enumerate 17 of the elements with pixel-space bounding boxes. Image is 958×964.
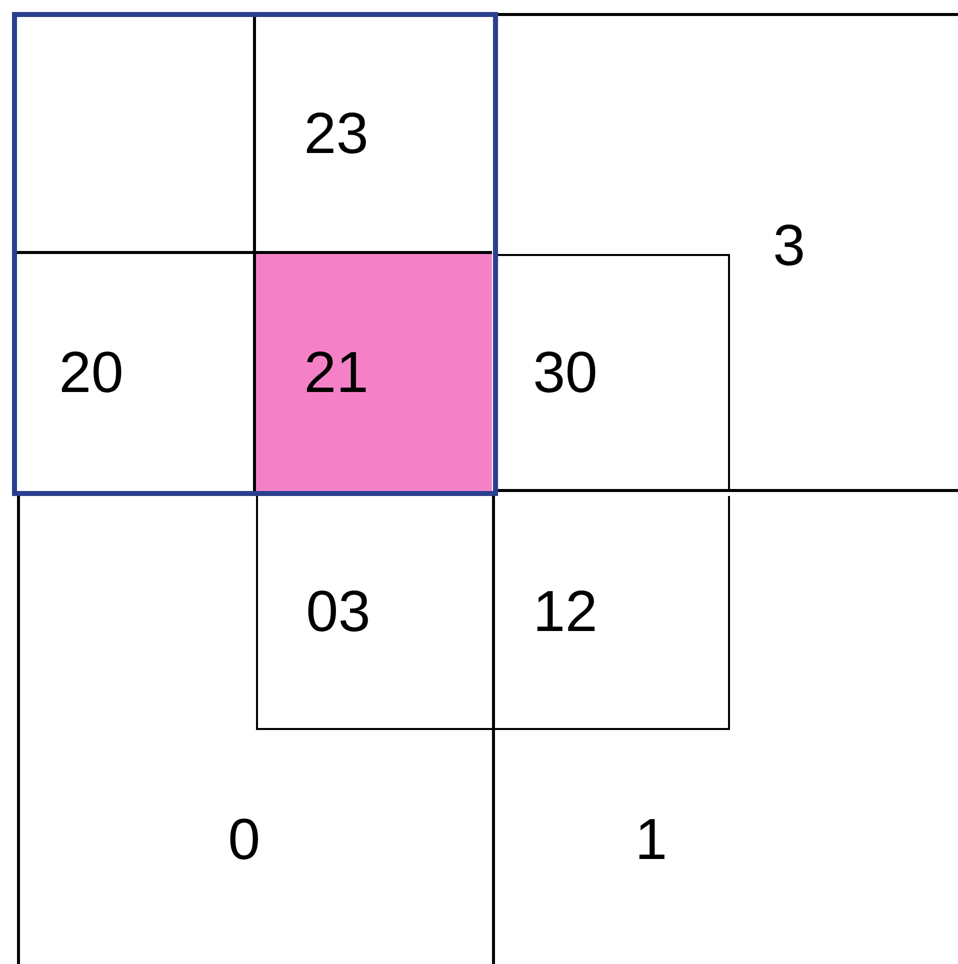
grid-cell bbox=[495, 496, 730, 730]
cell-label: 1 bbox=[635, 811, 668, 869]
highlighted-cell bbox=[256, 254, 492, 491]
cell-label: 03 bbox=[306, 583, 371, 641]
grid-cell bbox=[256, 496, 492, 730]
grid-cell bbox=[17, 17, 256, 254]
quadrant bbox=[498, 13, 958, 492]
cell-label: 20 bbox=[59, 344, 124, 402]
quadrant bbox=[17, 496, 495, 964]
cell-label: 3 bbox=[773, 217, 806, 275]
cell-label: 0 bbox=[228, 811, 260, 869]
cell-label: 30 bbox=[533, 344, 598, 402]
cell-label: 12 bbox=[533, 583, 598, 641]
highlight-frame bbox=[12, 12, 498, 496]
cell-label: 23 bbox=[304, 105, 369, 163]
grid-cell bbox=[498, 254, 730, 489]
cell-label: 21 bbox=[304, 344, 369, 402]
